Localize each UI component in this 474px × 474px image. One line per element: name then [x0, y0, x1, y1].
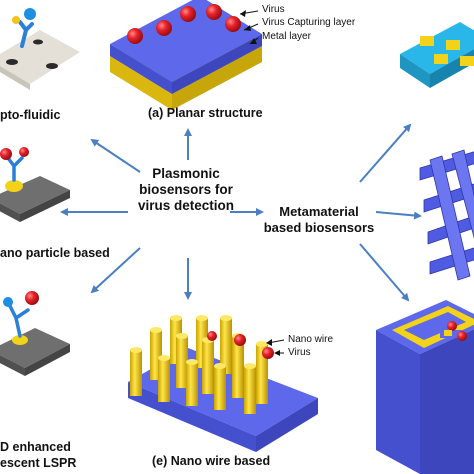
- metamaterial-title-line1: Metamaterial: [279, 204, 359, 219]
- center-title-line2: biosensors for: [139, 182, 233, 197]
- nano-wires: [130, 315, 268, 414]
- qd-lspr-illustration: [0, 291, 70, 376]
- caption-nanowire: (e) Nano wire based: [152, 454, 271, 468]
- optofluidic-illustration: [0, 8, 80, 90]
- metamaterial-lattice-illustration: [419, 149, 474, 281]
- metamaterial-splitring-illustration: [376, 300, 474, 474]
- arrow-to-optofluidic: [90, 138, 141, 173]
- label-virus: Virus: [262, 4, 285, 15]
- nanoparticle-illustration: [0, 147, 70, 222]
- label-nano-wire: Nano wire: [288, 334, 334, 345]
- caption-qd-line1: D enhanced: [0, 440, 71, 454]
- arrow-to-qd: [90, 247, 141, 294]
- label-nanowire-virus: Virus: [288, 347, 311, 358]
- virus-particle: [206, 4, 222, 20]
- planar-structure-illustration: [110, 0, 262, 110]
- virus-particle: [180, 6, 196, 22]
- virus-particle: [156, 20, 172, 36]
- nanowire-illustration: [128, 315, 318, 452]
- metamaterial-plate-illustration: [400, 22, 474, 88]
- caption-planar: (a) Planar structure: [148, 106, 263, 120]
- virus-particle: [207, 331, 217, 341]
- label-metal-layer: Metal layer: [262, 31, 311, 42]
- virus-particle: [127, 28, 143, 44]
- arrow-meta-right: [375, 211, 422, 220]
- virus-particle: [262, 347, 274, 359]
- caption-optofluidic: pto-fluidic: [0, 108, 61, 122]
- virus-particle: [225, 16, 241, 32]
- virus-particle: [457, 331, 467, 341]
- caption-nanoparticle: ano particle based: [0, 246, 110, 260]
- virus-particle: [447, 321, 457, 331]
- label-virus-capturing-layer: Virus Capturing layer: [262, 17, 356, 28]
- virus-particle: [234, 334, 246, 346]
- metamaterial-title-line2: based biosensors: [263, 220, 375, 235]
- arrows: [60, 123, 422, 302]
- metamaterial-title: Metamaterial based biosensors: [256, 204, 382, 236]
- center-title: Plasmonic biosensors for virus detection: [126, 166, 246, 214]
- arrow-meta-up: [359, 123, 412, 183]
- center-title-line1: Plasmonic: [152, 166, 220, 181]
- arrow-meta-down: [359, 243, 410, 302]
- center-title-line3: virus detection: [137, 198, 235, 213]
- caption-qd-line2: escent LSPR: [0, 456, 77, 470]
